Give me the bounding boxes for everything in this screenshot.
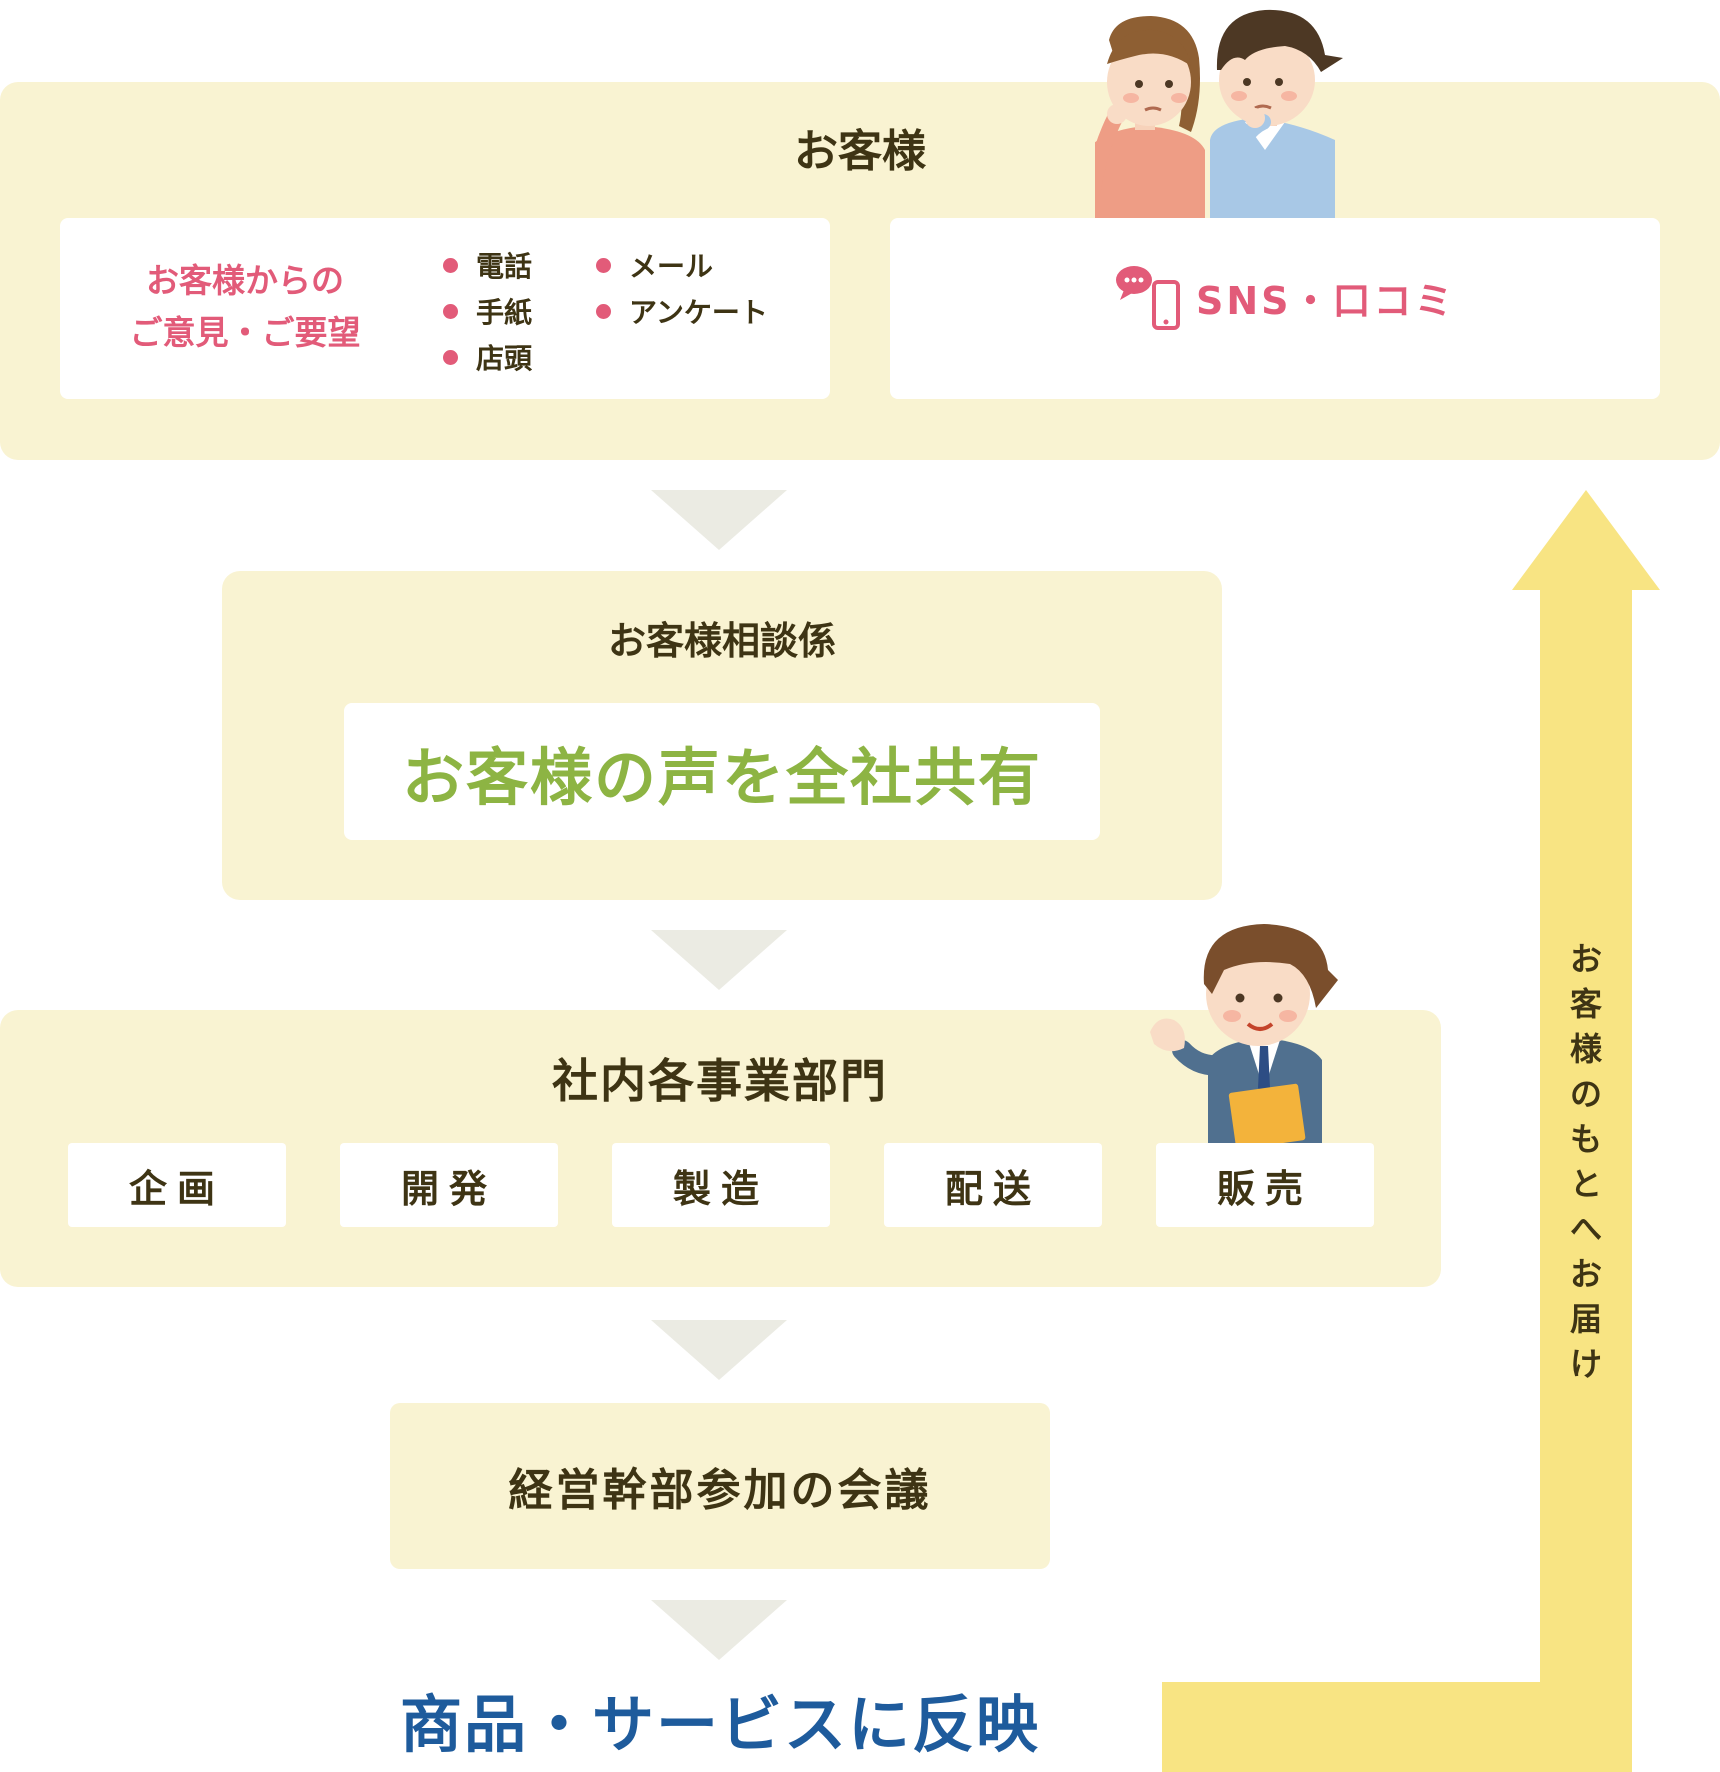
sns-card <box>890 218 1660 399</box>
channel-label: メール <box>629 250 714 283</box>
return-label-char: お <box>1569 940 1602 978</box>
man-figure <box>1210 9 1343 220</box>
dept-manufacturing: 製造 <box>612 1143 830 1227</box>
return-label-char: と <box>1569 1165 1602 1203</box>
channel-label: 店頭 <box>476 342 533 375</box>
bullet-dot-icon <box>596 257 611 273</box>
consult-title: お客様相談係 <box>607 619 836 663</box>
bullet-dot-icon <box>596 303 611 319</box>
result-title: 商品・サービスに反映 <box>399 1688 1040 1761</box>
channel-item: 店頭 <box>443 337 532 377</box>
dept-planning: 企画 <box>68 1143 286 1227</box>
flow-arrow-down <box>651 1320 787 1380</box>
return-label-char: 届 <box>1569 1300 1602 1338</box>
woman-figure <box>1095 16 1205 220</box>
staff-illustration <box>1150 924 1338 1145</box>
sns-label-group: SNS・口コミ <box>1110 262 1456 332</box>
consult-message: お客様の声を全社共有 <box>401 740 1042 814</box>
return-arrow-label: お客様のもとへお届け <box>1556 937 1616 1387</box>
channel-item: アンケート <box>596 291 768 331</box>
consult-message-card: お客様の声を全社共有 <box>344 703 1100 840</box>
dept-sales: 販売 <box>1156 1143 1374 1227</box>
dept-development: 開発 <box>340 1143 558 1227</box>
return-label-char: も <box>1569 1120 1602 1158</box>
departments-title: 社内各事業部門 <box>552 1054 888 1108</box>
return-label-char: 様 <box>1569 1030 1602 1068</box>
channel-item: 電話 <box>443 245 532 285</box>
return-label-char: お <box>1569 1255 1602 1293</box>
sns-label: SNS・口コミ <box>1196 278 1456 323</box>
flow-arrow-down <box>651 930 787 990</box>
channel-label: アンケート <box>629 296 768 329</box>
flow-arrow-down <box>651 1600 787 1660</box>
feedback-label: お客様からの ご意見・ご要望 <box>90 255 400 359</box>
channel-item: メール <box>596 245 713 285</box>
channel-label: 手紙 <box>476 296 533 329</box>
feedback-label-line1: お客様からの <box>146 261 344 300</box>
return-label-char: 客 <box>1569 985 1602 1023</box>
return-label-char: へ <box>1569 1210 1602 1248</box>
bullet-dot-icon <box>443 257 458 273</box>
meeting-panel: 経営幹部参加の会議 <box>390 1403 1050 1569</box>
bullet-dot-icon <box>443 303 458 319</box>
customers-illustration <box>1095 9 1343 220</box>
flow-arrow-down <box>651 490 787 550</box>
meeting-title: 経営幹部参加の会議 <box>508 1465 932 1516</box>
customer-title: お客様 <box>794 126 926 177</box>
return-label-char: け <box>1569 1345 1602 1383</box>
channel-item: 手紙 <box>443 291 532 331</box>
smartphone-chat-icon <box>1116 266 1180 330</box>
feedback-label-line2: ご意見・ご要望 <box>129 313 361 352</box>
channel-label: 電話 <box>476 250 533 283</box>
return-label-char: の <box>1569 1075 1602 1113</box>
bullet-dot-icon <box>443 349 458 365</box>
dept-delivery: 配送 <box>884 1143 1102 1227</box>
